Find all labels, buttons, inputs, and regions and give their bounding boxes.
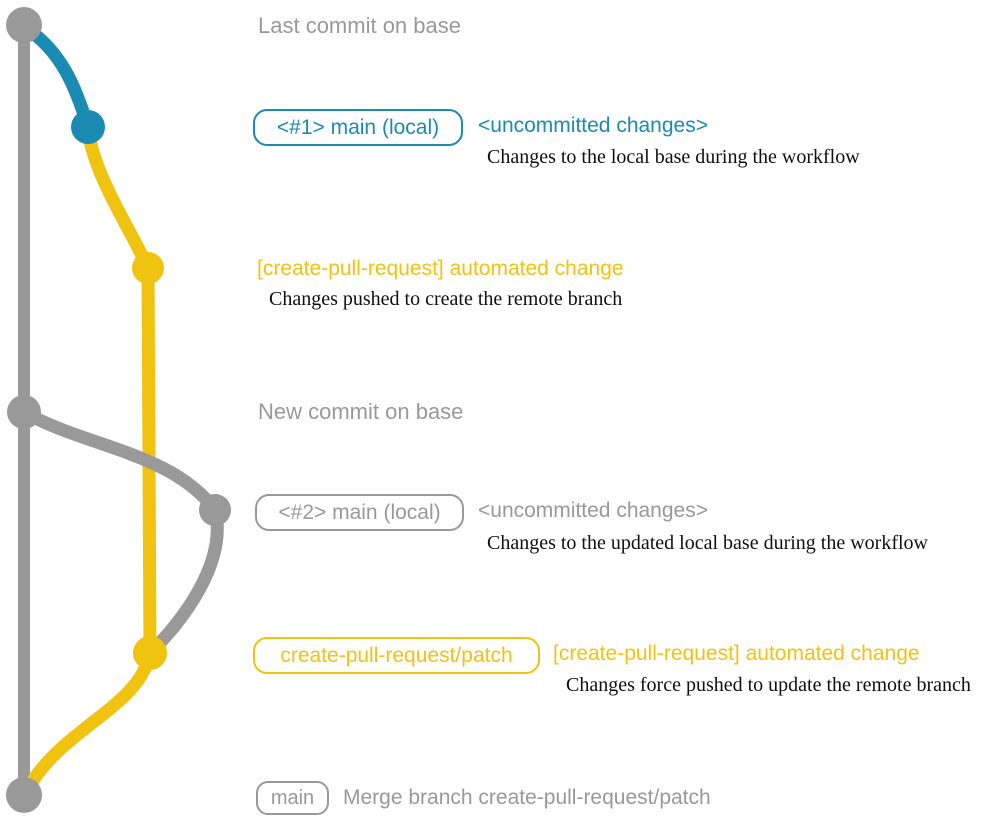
new-commit-title: New commit on base (258, 399, 464, 424)
branch-badge-main-local-1: <#1> main (local) (253, 109, 463, 146)
uncommitted-changes-heading-2: <uncommitted changes> (478, 499, 708, 522)
uncommitted-changes-heading-1: <uncommitted changes> (478, 114, 708, 137)
automated-change-heading-2: [create-pull-request] automated change (553, 642, 920, 665)
commit-dot-uncommitted-2 (199, 494, 231, 526)
merge-commit-heading: Merge branch create-pull-request/patch (343, 786, 711, 809)
blue-branch-curve (19, 21, 95, 134)
commit-dot-merge (6, 777, 42, 813)
last-commit-title: Last commit on base (258, 13, 461, 38)
branch-badge-main: main (256, 781, 329, 815)
commit-dot-last-base (6, 7, 42, 43)
yellow-branch-curve-1 (81, 123, 155, 275)
commit-dot-automated-1 (132, 252, 164, 284)
automated-change-description-2: Changes force pushed to update the remot… (566, 674, 971, 696)
automated-change-heading-1: [create-pull-request] automated change (257, 257, 624, 280)
uncommitted-changes-description-1: Changes to the local base during the wor… (487, 146, 860, 168)
uncommitted-changes-description-2: Changes to the updated local base during… (487, 532, 928, 554)
branch-badge-main-local-2: <#2> main (local) (255, 494, 464, 531)
yellow-merge-curve (19, 646, 157, 799)
commit-dot-uncommitted-1 (71, 110, 105, 144)
commit-dot-new-base (7, 395, 41, 429)
commit-dot-automated-2 (133, 636, 167, 670)
gray-rebase-curve-2 (143, 503, 224, 660)
branch-badge-create-pull-request-patch: create-pull-request/patch (253, 637, 540, 674)
automated-change-description-1: Changes pushed to create the remote bran… (269, 288, 623, 310)
gray-rebase-curve-1 (17, 405, 222, 517)
